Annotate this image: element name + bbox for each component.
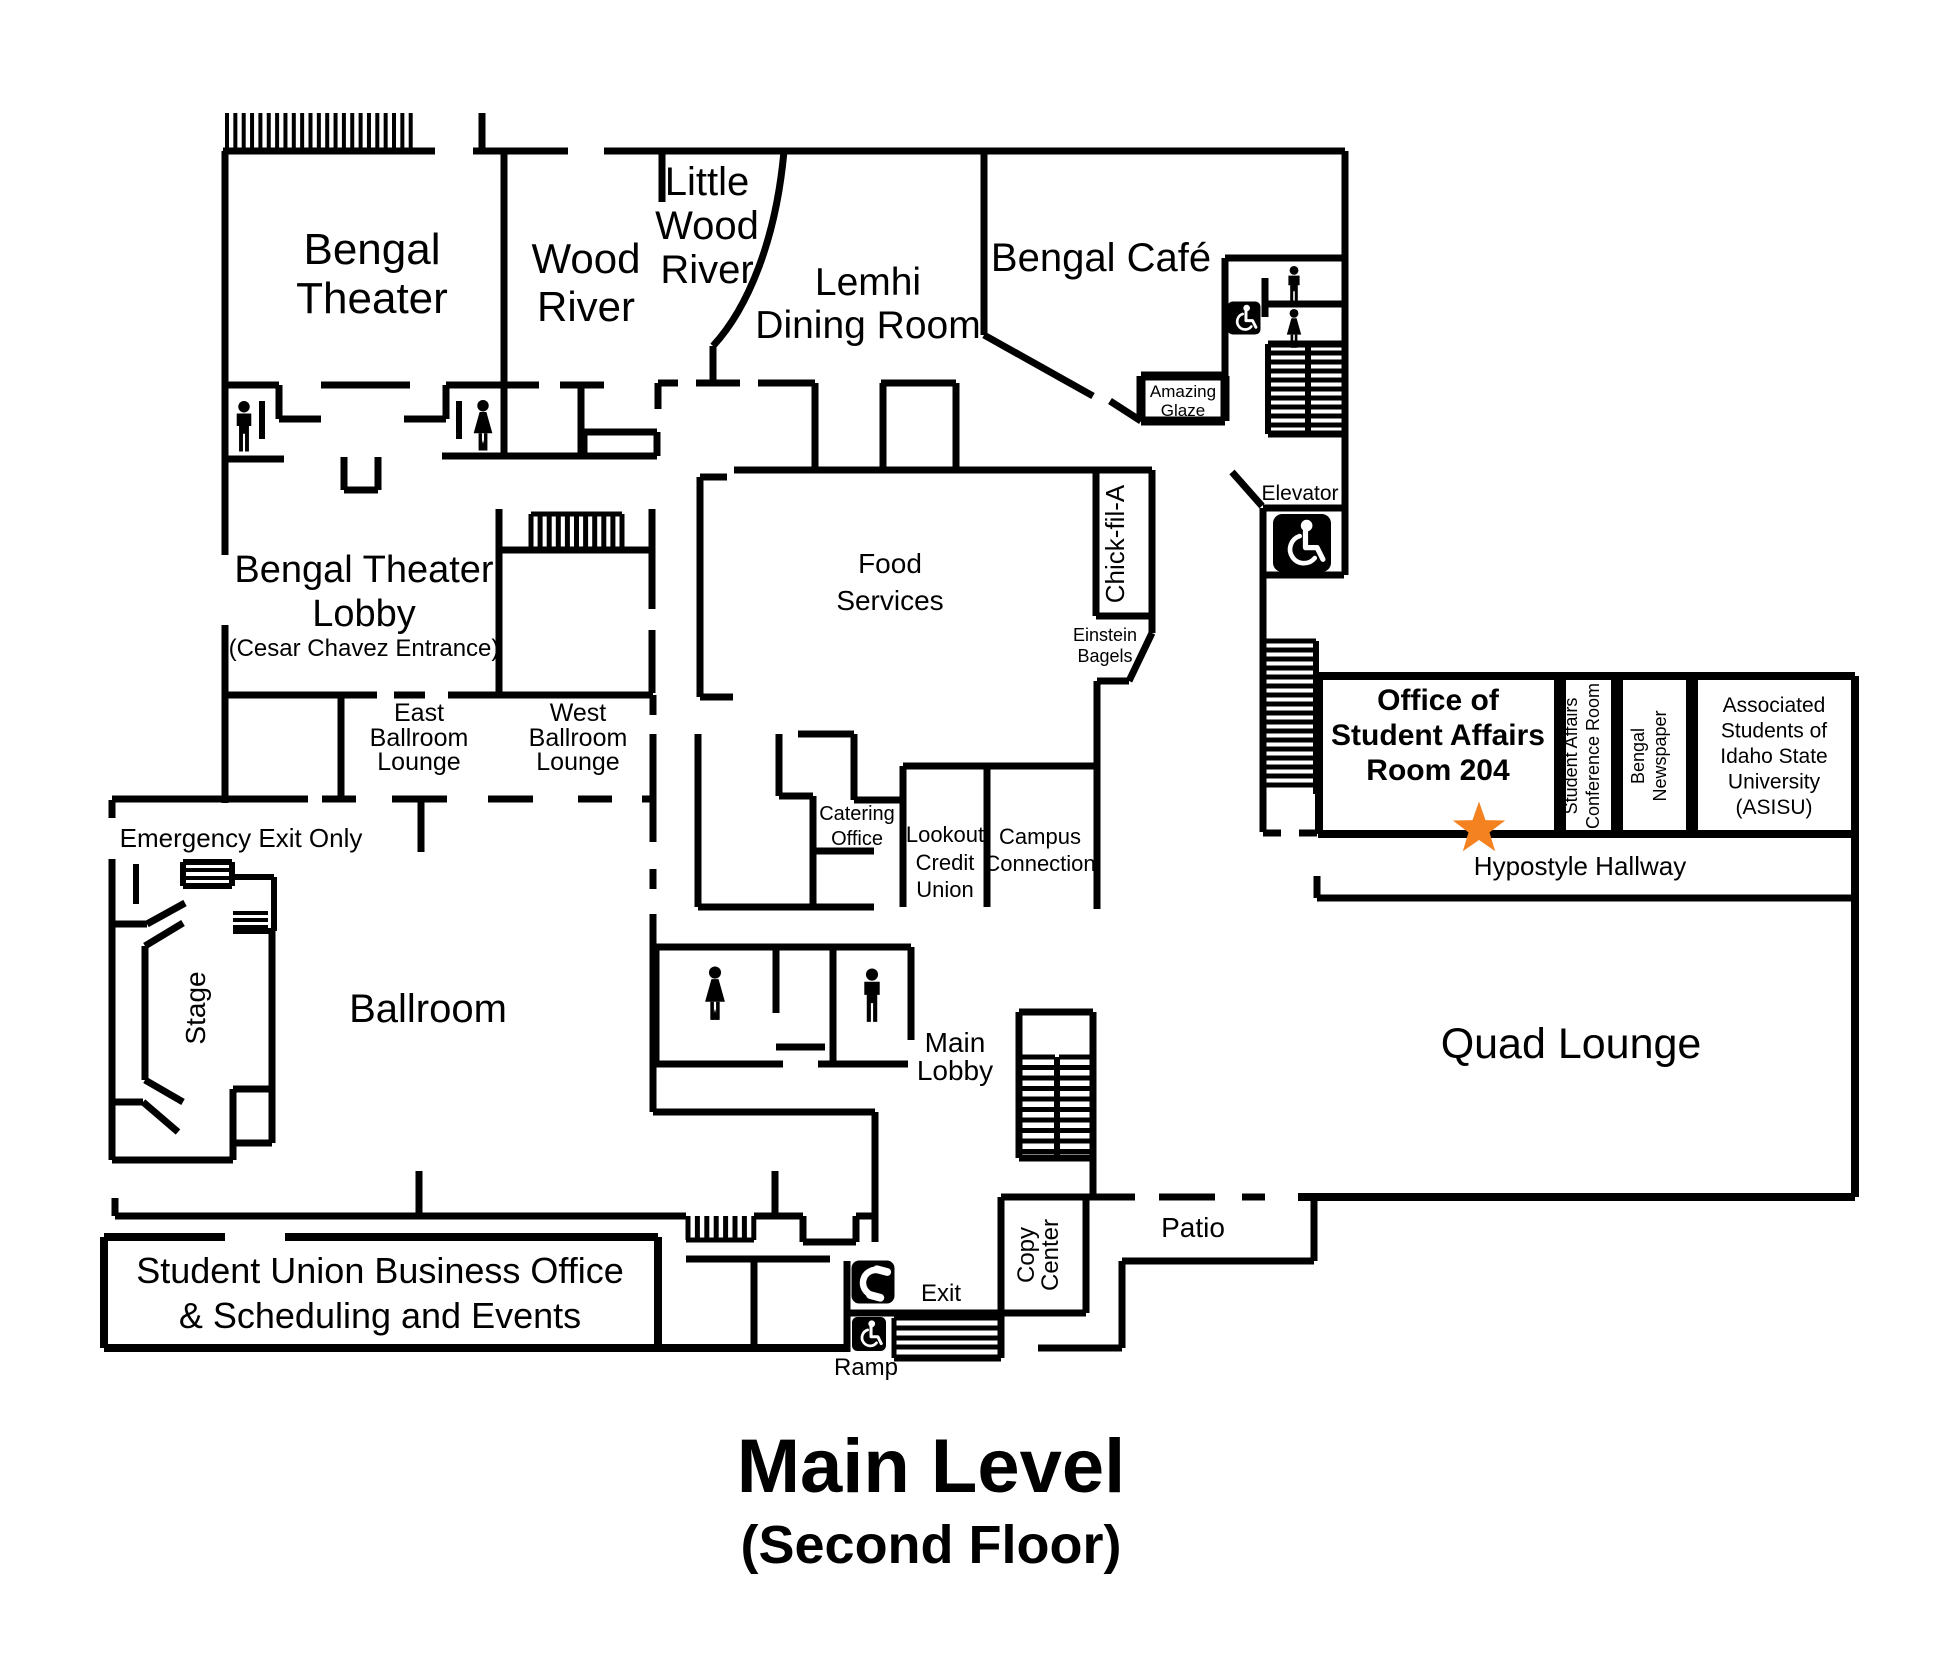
- svg-text:Emergency Exit Only: Emergency Exit Only: [120, 823, 363, 853]
- svg-text:East: East: [394, 699, 444, 727]
- svg-text:Ramp: Ramp: [834, 1354, 898, 1381]
- svg-text:Food: Food: [858, 548, 922, 579]
- svg-text:Conference Room: Conference Room: [1583, 683, 1603, 829]
- svg-text:(Second Floor): (Second Floor): [741, 1515, 1122, 1575]
- svg-text:Stage: Stage: [180, 971, 211, 1044]
- svg-text:Catering: Catering: [819, 803, 895, 825]
- svg-text:Student Union Business Office: Student Union Business Office: [136, 1250, 624, 1291]
- svg-text:Exit: Exit: [921, 1280, 961, 1307]
- svg-text:Ballroom: Ballroom: [349, 987, 507, 1031]
- svg-text:Campus: Campus: [999, 824, 1081, 849]
- svg-text:Little: Little: [665, 160, 750, 204]
- svg-text:Patio: Patio: [1161, 1212, 1225, 1243]
- svg-text:Hypostyle Hallway: Hypostyle Hallway: [1474, 851, 1686, 881]
- svg-text:Amazing: Amazing: [1150, 382, 1216, 401]
- svg-text:Ballroom: Ballroom: [370, 724, 469, 752]
- svg-text:Student Affairs: Student Affairs: [1331, 719, 1545, 752]
- svg-text:Lounge: Lounge: [536, 748, 619, 776]
- svg-text:Glaze: Glaze: [1161, 401, 1205, 420]
- svg-text:& Scheduling and Events: & Scheduling and Events: [179, 1295, 581, 1336]
- svg-text:West: West: [550, 699, 607, 727]
- svg-text:Lobby: Lobby: [917, 1055, 993, 1086]
- svg-text:Union: Union: [916, 877, 973, 902]
- svg-text:Center: Center: [1037, 1219, 1064, 1291]
- svg-text:Associated: Associated: [1723, 694, 1826, 717]
- svg-text:Office of: Office of: [1377, 684, 1500, 717]
- svg-text:Quad Lounge: Quad Lounge: [1441, 1020, 1702, 1068]
- svg-text:Wood: Wood: [532, 235, 641, 282]
- svg-text:Main: Main: [925, 1027, 986, 1058]
- svg-text:River: River: [537, 283, 635, 330]
- svg-text:Bengal Theater: Bengal Theater: [234, 549, 493, 591]
- svg-text:Lemhi: Lemhi: [815, 261, 921, 304]
- svg-text:Idaho State: Idaho State: [1720, 745, 1827, 768]
- svg-text:Bengal Café: Bengal Café: [991, 236, 1211, 280]
- svg-text:Services: Services: [836, 585, 943, 616]
- svg-text:Newspaper: Newspaper: [1650, 710, 1670, 801]
- svg-text:Chick-fil-A: Chick-fil-A: [1100, 484, 1130, 603]
- svg-text:Bengal: Bengal: [303, 225, 440, 274]
- svg-text:Ballroom: Ballroom: [529, 724, 628, 752]
- svg-text:Dining Room: Dining Room: [755, 304, 980, 347]
- svg-text:Main Level: Main Level: [737, 1424, 1126, 1509]
- svg-text:Students of: Students of: [1721, 720, 1827, 743]
- svg-text:Lobby: Lobby: [312, 593, 416, 635]
- svg-text:Student Affairs: Student Affairs: [1561, 698, 1581, 815]
- svg-text:River: River: [660, 248, 753, 292]
- svg-text:(Cesar Chavez Entrance): (Cesar Chavez Entrance): [229, 635, 500, 662]
- svg-text:Einstein: Einstein: [1073, 625, 1137, 645]
- svg-text:Theater: Theater: [296, 274, 448, 323]
- svg-text:Credit: Credit: [916, 850, 975, 875]
- svg-text:Copy: Copy: [1013, 1227, 1040, 1283]
- svg-text:University: University: [1728, 771, 1821, 794]
- svg-text:Wood: Wood: [655, 204, 759, 248]
- svg-text:Connection: Connection: [984, 851, 1095, 876]
- svg-text:Bengal: Bengal: [1628, 728, 1648, 784]
- svg-text:Lounge: Lounge: [377, 748, 460, 776]
- svg-text:Lookout: Lookout: [906, 822, 984, 847]
- svg-text:Bagels: Bagels: [1077, 646, 1132, 666]
- svg-text:Office: Office: [831, 828, 883, 850]
- svg-text:Elevator: Elevator: [1261, 482, 1338, 505]
- svg-text:(ASISU): (ASISU): [1735, 796, 1812, 819]
- svg-text:Room 204: Room 204: [1366, 754, 1510, 787]
